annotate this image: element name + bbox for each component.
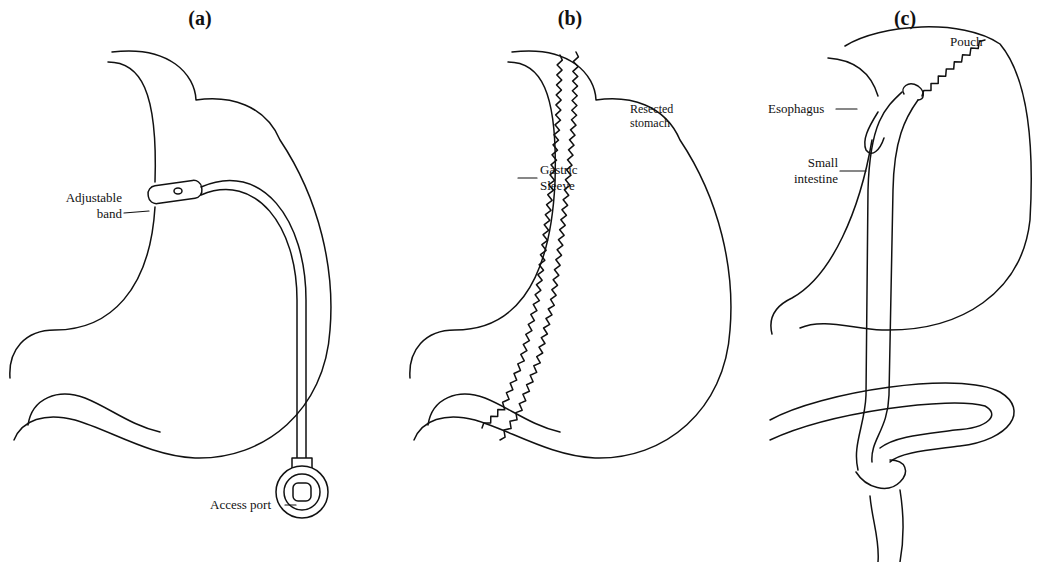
part-label: Access port (210, 497, 284, 513)
part-label: Resected stomach (630, 102, 692, 131)
stomach-outline (771, 27, 1031, 334)
panel-letter: (c) (885, 6, 925, 30)
intestine-loop (770, 383, 1014, 562)
part-label: Pouch (950, 34, 1010, 50)
part-label: Esophagus (768, 101, 836, 117)
part-label: Small intestine (782, 155, 838, 186)
panel-letter: (a) (180, 6, 220, 30)
band-tube (201, 180, 306, 464)
part-label: Gastric Sleeve (540, 162, 592, 193)
stomach-outline (10, 51, 331, 458)
panel-letter: (b) (550, 6, 590, 30)
leader-line (124, 109, 866, 505)
stomach-outline (410, 51, 731, 458)
staple-line (500, 52, 578, 440)
access-port (276, 458, 328, 518)
staple-line (482, 55, 562, 428)
adjustable-band (147, 179, 203, 204)
part-label: Adjustable band (50, 190, 122, 221)
